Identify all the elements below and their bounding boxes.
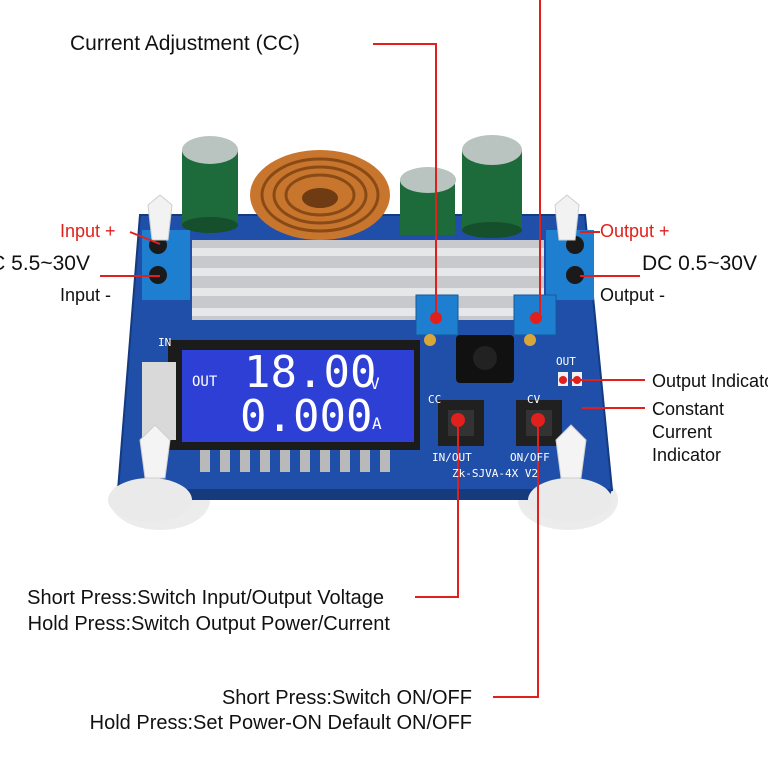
potentiometer-cv [513,294,557,346]
standoff-front-left [139,424,171,479]
label-output-plus: Output + [600,221,670,241]
label-input-plus: Input + [60,221,116,241]
toroid-inductor [250,150,390,240]
label-input-range: DC 5.5~30V [0,252,90,275]
label-cc-indicator-3: Indicator [652,445,722,465]
silk-in: IN [158,336,172,349]
input-terminal [142,230,190,300]
callout-lines [100,0,645,698]
lcd-pins [200,450,390,472]
silk-out: OUT [556,355,576,368]
silk-btn-left: IN/OUT [432,451,472,464]
capacitor-right [462,135,522,238]
lcd-current-unit: A [372,414,382,433]
label-output-indicator: Output Indicator [652,371,768,391]
lcd-voltage-unit: V [370,374,380,393]
lcd-voltage: 18.00 [244,347,377,398]
silk-btn-right: ON/OFF [510,451,550,464]
capacitor-small [400,167,456,235]
label-current-adjustment: Current Adjustment (CC) [70,32,300,55]
button-on-off[interactable] [531,413,545,427]
standoff-front-right [555,424,587,479]
standoff-back-left [147,194,173,241]
capacitor-left [182,136,238,233]
button-in-out[interactable] [451,413,465,427]
lcd-screen [182,350,414,442]
heatsink [192,240,544,320]
label-cc-indicator-2: Current [652,422,713,442]
foot-front-left [108,478,192,522]
lcd-current: 0.000 [240,391,373,442]
label-output-range: DC 0.5~30V [642,252,757,275]
foot-front-right [528,478,612,522]
label-left-btn-short: Short Press:Switch Input/Output Voltage [27,587,384,609]
standoff-back-right [554,194,580,241]
label-left-btn-hold: Hold Press:Switch Output Power/Current [27,613,390,635]
silk-model: Zk-SJVA-4X V2 [452,467,539,480]
lcd-mode: OUT [192,374,218,390]
side-connector [142,362,176,440]
output-terminal [546,230,594,300]
label-input-minus: Input - [60,285,112,305]
silk-cv: CV [527,393,541,406]
label-output-minus: Output - [600,285,666,305]
label-cc-indicator-1: Constant [652,399,725,419]
label-right-btn-short: Short Press:Switch ON/OFF [221,687,472,709]
label-right-btn-hold: Hold Press:Set Power-ON Default ON/OFF [89,712,472,734]
silk-cc: CC [428,393,442,406]
